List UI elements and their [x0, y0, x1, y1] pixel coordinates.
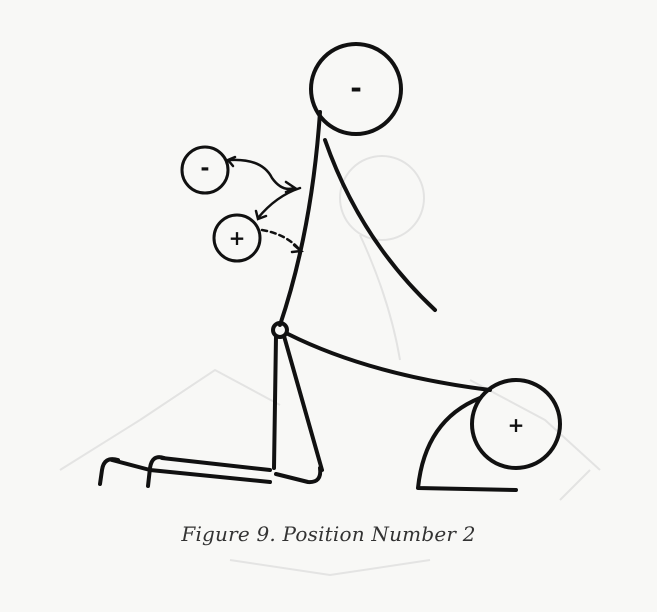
- knee-curl: [276, 468, 320, 482]
- arrow-bottom-dashed: [262, 230, 300, 250]
- figure-caption: Figure 9. Position Number 2: [0, 522, 657, 546]
- torso-line: [280, 112, 320, 325]
- faint-background-figure: [60, 156, 600, 575]
- right-symbol: +: [508, 413, 525, 437]
- small-bottom-symbol: +: [229, 226, 246, 250]
- arrow-top-curve: [229, 160, 294, 189]
- arrow-top-tail: [228, 157, 235, 166]
- thigh-line-left: [274, 336, 276, 468]
- shin-line-lower: [150, 470, 270, 482]
- partner-back-line: [288, 334, 490, 390]
- arrow-middle-curve: [258, 188, 300, 218]
- shin-line-upper: [162, 458, 270, 470]
- small-top-symbol: -: [200, 157, 209, 182]
- partner-lower-arc: [418, 398, 516, 490]
- thigh-line-right: [284, 336, 322, 470]
- main-figure: [100, 44, 560, 490]
- head-symbol: -: [350, 72, 362, 105]
